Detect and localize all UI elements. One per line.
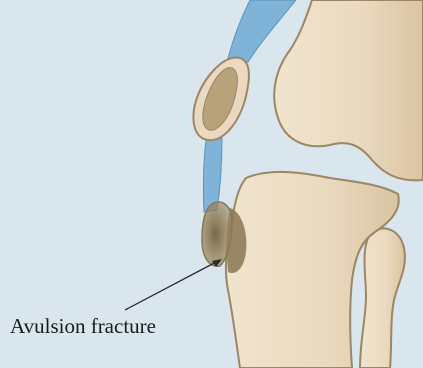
avulsion-fracture-label: Avulsion fracture	[10, 314, 156, 339]
